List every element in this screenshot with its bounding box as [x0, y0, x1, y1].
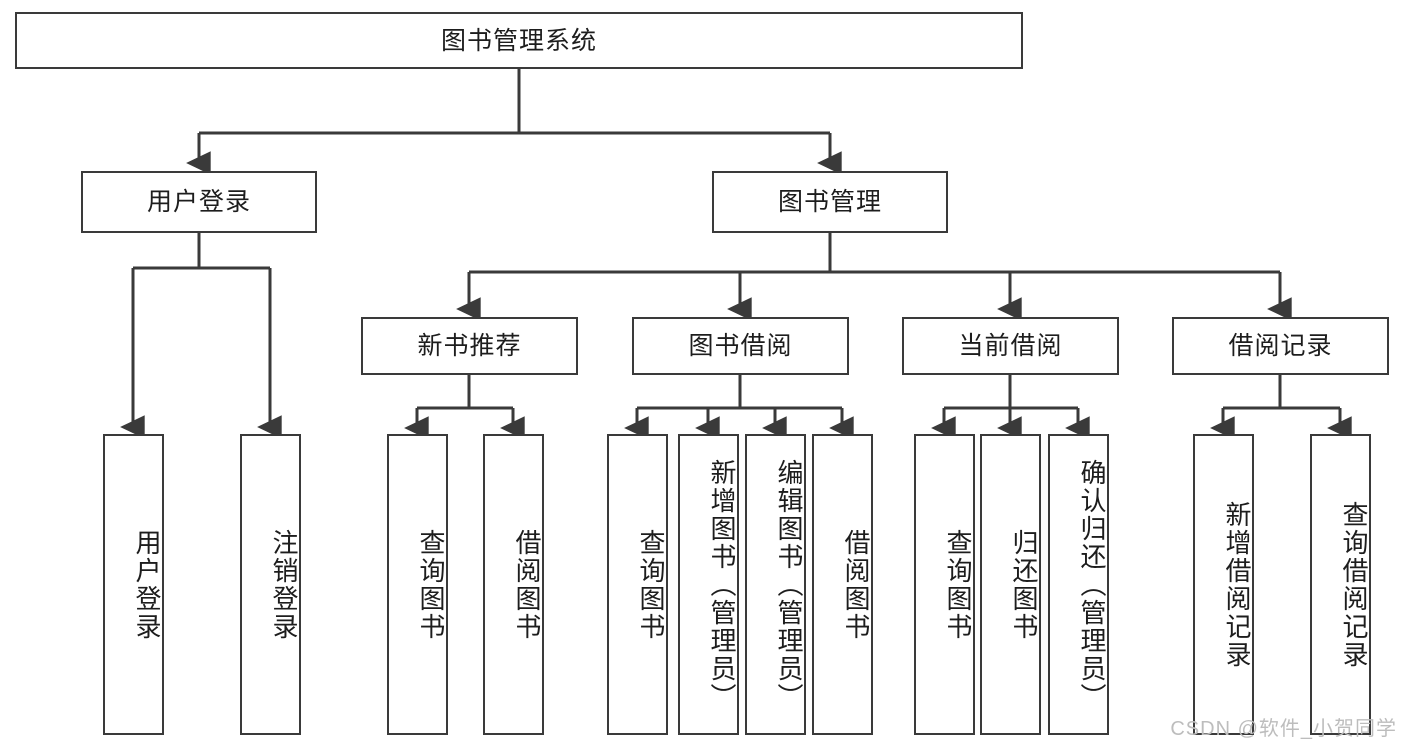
leaf-add-book-admin-label: 新增图书（管理员） [707, 458, 737, 711]
leaf-logout-login[interactable]: 注销登录 [240, 434, 301, 735]
node-book-borrow[interactable]: 图书借阅 [632, 317, 849, 375]
leaf-query-borrow-record[interactable]: 查询借阅记录 [1310, 434, 1371, 735]
leaf-edit-book-admin[interactable]: 编辑图书（管理员） [745, 434, 806, 735]
leaf-add-book-admin[interactable]: 新增图书（管理员） [678, 434, 739, 735]
node-borrow-record[interactable]: 借阅记录 [1172, 317, 1389, 375]
node-borrow-record-label: 借阅记录 [1228, 332, 1333, 360]
node-root-label: 图书管理系统 [440, 26, 597, 55]
leaf-user-login-label: 用户登录 [132, 528, 162, 641]
leaf-edit-book-admin-label: 编辑图书（管理员） [774, 458, 804, 711]
leaf-return-book[interactable]: 归还图书 [980, 434, 1041, 735]
node-current-borrow[interactable]: 当前借阅 [902, 317, 1119, 375]
leaf-query-book-1[interactable]: 查询图书 [387, 434, 448, 735]
leaf-return-book-label: 归还图书 [1009, 528, 1039, 641]
leaf-query-book-3-label: 查询图书 [943, 528, 973, 641]
leaf-query-book-2[interactable]: 查询图书 [607, 434, 668, 735]
node-new-book-recommend[interactable]: 新书推荐 [361, 317, 578, 375]
leaf-logout-login-label: 注销登录 [269, 528, 299, 641]
leaf-query-book-1-label: 查询图书 [416, 528, 446, 641]
watermark: CSDN @软件_小贺同学 [1170, 718, 1397, 740]
node-new-book-recommend-label: 新书推荐 [417, 332, 522, 360]
node-book-management[interactable]: 图书管理 [712, 171, 948, 233]
leaf-borrow-book-1-label: 借阅图书 [512, 528, 542, 641]
leaf-confirm-return-admin[interactable]: 确认归还（管理员） [1048, 434, 1109, 735]
leaf-borrow-book-1[interactable]: 借阅图书 [483, 434, 544, 735]
leaf-borrow-book-2-label: 借阅图书 [841, 528, 871, 641]
leaf-query-book-3[interactable]: 查询图书 [914, 434, 975, 735]
leaf-confirm-return-admin-label: 确认归还（管理员） [1077, 458, 1107, 711]
leaf-user-login[interactable]: 用户登录 [103, 434, 164, 735]
leaf-query-borrow-record-label: 查询借阅记录 [1339, 500, 1369, 669]
leaf-query-book-2-label: 查询图书 [636, 528, 666, 641]
node-book-management-label: 图书管理 [777, 188, 882, 216]
node-user-login[interactable]: 用户登录 [81, 171, 317, 233]
node-current-borrow-label: 当前借阅 [958, 332, 1063, 360]
node-book-borrow-label: 图书借阅 [688, 332, 793, 360]
node-root[interactable]: 图书管理系统 [15, 12, 1023, 69]
leaf-add-borrow-record[interactable]: 新增借阅记录 [1193, 434, 1254, 735]
leaf-add-borrow-record-label: 新增借阅记录 [1222, 500, 1252, 669]
node-user-login-label: 用户登录 [146, 188, 251, 216]
leaf-borrow-book-2[interactable]: 借阅图书 [812, 434, 873, 735]
